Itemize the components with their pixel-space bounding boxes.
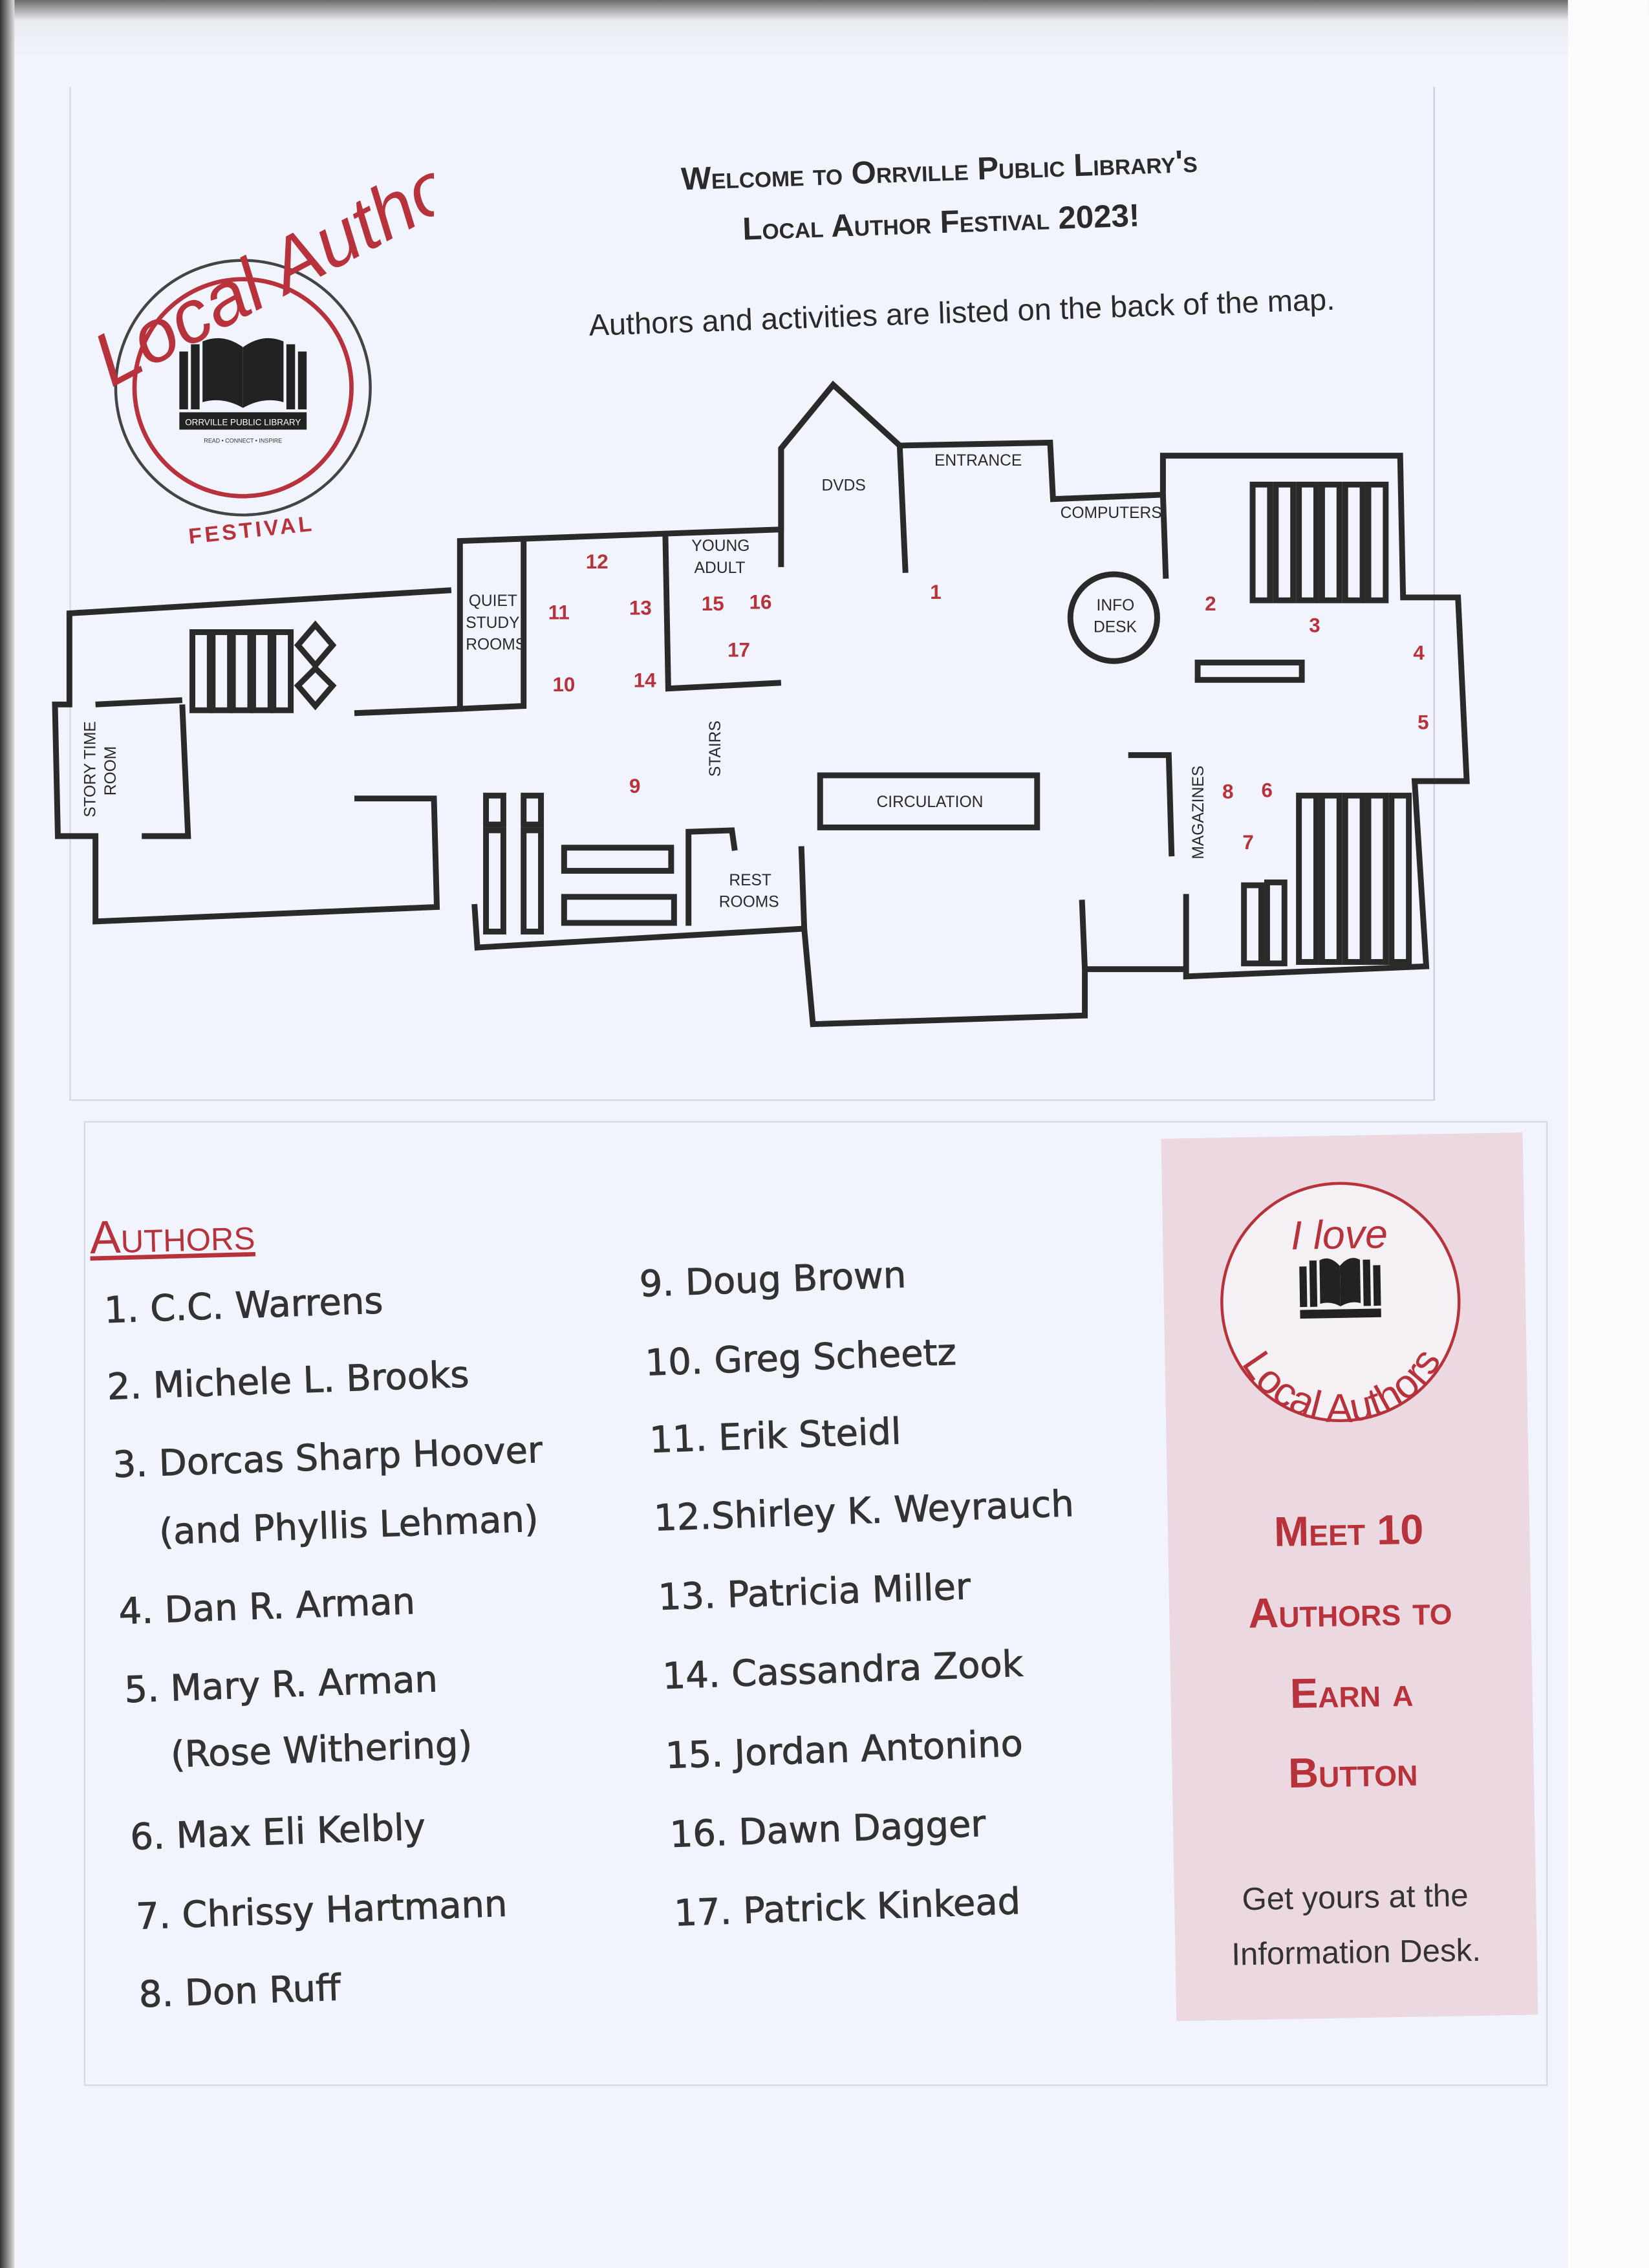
label-study: STUDY xyxy=(466,614,519,632)
marker: 8 xyxy=(1222,781,1233,803)
marker: 3 xyxy=(1309,614,1320,636)
author-markers: 1 2 3 4 5 6 7 8 9 10 11 12 13 14 15 16 1… xyxy=(548,550,1429,854)
scan-edge-right xyxy=(1568,0,1649,2268)
marker: 10 xyxy=(552,673,575,696)
library-floor-map: STORY TIME ROOM QUIET STUDY ROOMS YOUNG … xyxy=(52,380,1470,1028)
author-item: 8. Don Ruff xyxy=(138,1967,341,2016)
logo-inner-ring xyxy=(132,277,354,499)
logo-outer-ring xyxy=(114,259,372,517)
promo-note-line-2: Information Desk. xyxy=(1231,1932,1482,1972)
label-stairs: STAIRS xyxy=(707,720,724,777)
promo-line: Button xyxy=(1288,1749,1418,1798)
room-labels: STORY TIME ROOM QUIET STUDY ROOMS YOUNG … xyxy=(82,452,1207,911)
marker: 1 xyxy=(930,581,941,603)
i-love-local-authors-badge: I love Local Authors xyxy=(1220,1182,1461,1433)
scan-edge-left xyxy=(0,0,15,2268)
label-dvds: DVDS xyxy=(822,477,866,494)
marker: 17 xyxy=(727,639,750,662)
button-promo-panel: I love Local Authors Meet 10 Authors to … xyxy=(1161,1132,1538,2022)
marker: 14 xyxy=(634,669,656,691)
author-item: 11. Erik Steidl xyxy=(649,1410,902,1462)
marker: 16 xyxy=(749,591,772,614)
authors-heading: Authors xyxy=(89,1207,256,1264)
label-story-time: STORY TIME xyxy=(82,721,100,817)
marker: 5 xyxy=(1417,711,1428,733)
logo-library-name: ORRVILLE PUBLIC LIBRARY xyxy=(185,418,301,427)
book-icon xyxy=(1299,1258,1381,1319)
label-magazines: MAGAZINES xyxy=(1190,766,1207,859)
marker: 2 xyxy=(1205,592,1216,615)
marker: 7 xyxy=(1242,831,1253,854)
marker: 15 xyxy=(702,592,724,615)
label-story-time-room: ROOM xyxy=(102,746,120,796)
marker: 13 xyxy=(629,597,652,620)
label-info: INFO xyxy=(1096,597,1134,614)
label-rooms: ROOMS xyxy=(466,636,526,653)
book-icon xyxy=(179,338,307,430)
map-walls xyxy=(52,380,1470,1028)
marker: 12 xyxy=(586,550,609,573)
marker: 11 xyxy=(548,601,570,623)
label-computers: COMPUTERS xyxy=(1061,504,1162,522)
label-adult: ADULT xyxy=(695,559,746,577)
logo-tagline: READ • CONNECT • INSPIRE xyxy=(204,437,282,444)
authors-frame xyxy=(83,1121,1548,2086)
badge-i-love: I love xyxy=(1291,1211,1388,1258)
label-young: YOUNG xyxy=(691,537,749,555)
promo-line: Earn a xyxy=(1289,1669,1414,1718)
label-rest-rooms: ROOMS xyxy=(719,893,779,911)
promo-line: Meet 10 xyxy=(1273,1507,1424,1557)
marker: 4 xyxy=(1413,642,1425,664)
promo-line: Authors to xyxy=(1247,1588,1453,1638)
map-frame xyxy=(69,87,1435,1101)
label-circulation: CIRCULATION xyxy=(877,794,984,811)
scan-edge-top xyxy=(0,0,1649,58)
festival-logo: ORRVILLE PUBLIC LIBRARY READ • CONNECT •… xyxy=(80,159,434,549)
label-quiet: QUIET xyxy=(469,592,517,610)
marker: 9 xyxy=(629,775,640,797)
promo-note-line-1: Get yours at the xyxy=(1242,1877,1469,1917)
label-rest: REST xyxy=(729,872,771,889)
marker: 6 xyxy=(1261,779,1272,801)
label-desk: DESK xyxy=(1094,618,1137,636)
label-entrance: ENTRANCE xyxy=(934,452,1022,470)
